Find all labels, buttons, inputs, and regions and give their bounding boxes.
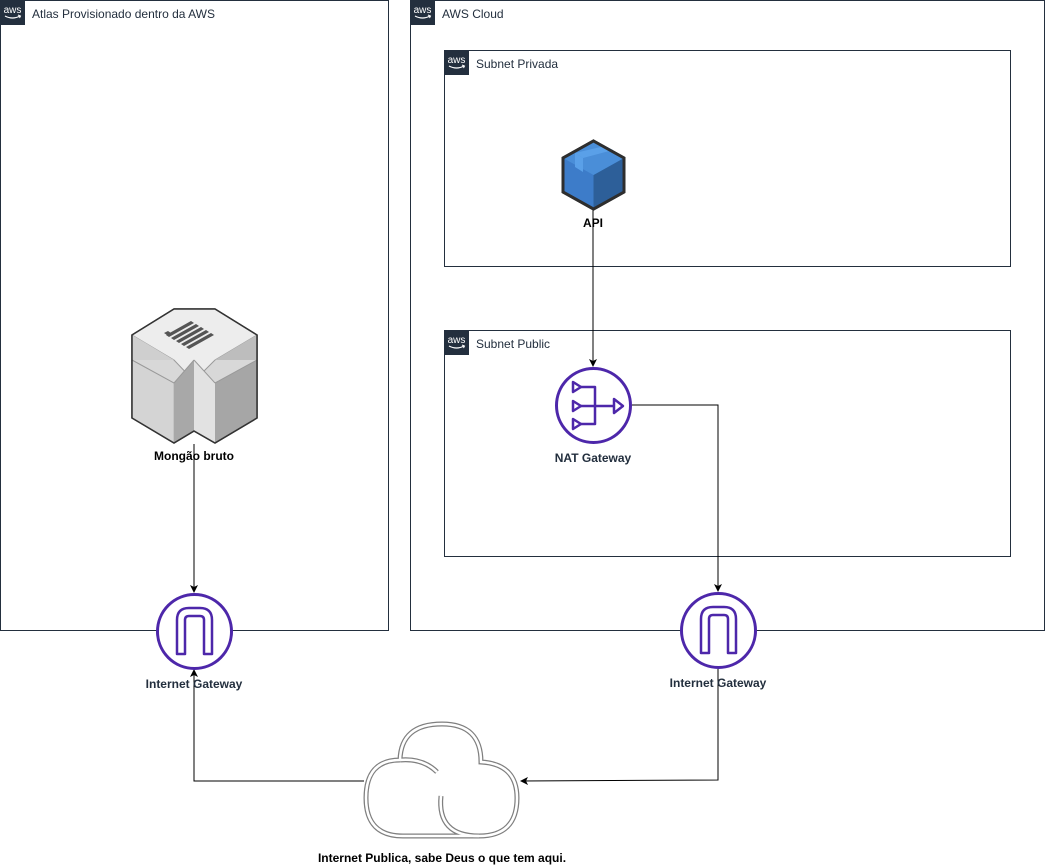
edge-igw-right-to-internet[interactable] bbox=[520, 669, 719, 785]
api-label: API bbox=[582, 216, 604, 230]
edge-nat-to-igw-right[interactable] bbox=[632, 404, 722, 592]
aws-logo-icon: aws bbox=[444, 330, 469, 355]
group-subnet-public[interactable]: aws Subnet Public bbox=[444, 330, 1011, 557]
group-title: Subnet Privada bbox=[476, 57, 559, 71]
mongo-label: Mongão bruto bbox=[154, 449, 234, 463]
aws-logo-icon: aws bbox=[444, 50, 469, 75]
svg-text:aws: aws bbox=[448, 55, 466, 66]
group-title: Subnet Public bbox=[476, 337, 551, 351]
internet-gateway-icon[interactable] bbox=[155, 592, 234, 671]
svg-text:aws: aws bbox=[448, 335, 466, 346]
group-title: AWS Cloud bbox=[442, 7, 504, 21]
svg-text:aws: aws bbox=[414, 5, 432, 16]
internet-gateway-right-label: Internet Gateway bbox=[669, 676, 767, 690]
aws-logo-icon: aws bbox=[0, 0, 25, 25]
nat-gateway-icon[interactable] bbox=[554, 366, 633, 445]
package-box-icon[interactable] bbox=[561, 139, 626, 211]
internet-gateway-left-label: Internet Gateway bbox=[145, 677, 243, 691]
internet-gateway-icon[interactable] bbox=[679, 591, 758, 670]
svg-text:aws: aws bbox=[4, 5, 22, 16]
edge-internet-to-igw-left[interactable] bbox=[190, 669, 364, 782]
nat-gateway-label: NAT Gateway bbox=[554, 451, 632, 465]
aws-logo-icon: aws bbox=[410, 0, 435, 25]
group-subnet-private[interactable]: aws Subnet Privada bbox=[444, 50, 1011, 267]
internet-label: Internet Publica, sabe Deus o que tem aq… bbox=[317, 851, 567, 865]
database-server-icon[interactable] bbox=[131, 308, 258, 444]
group-title: Atlas Provisionado dentro da AWS bbox=[32, 7, 215, 21]
cloud-icon[interactable] bbox=[363, 720, 521, 842]
